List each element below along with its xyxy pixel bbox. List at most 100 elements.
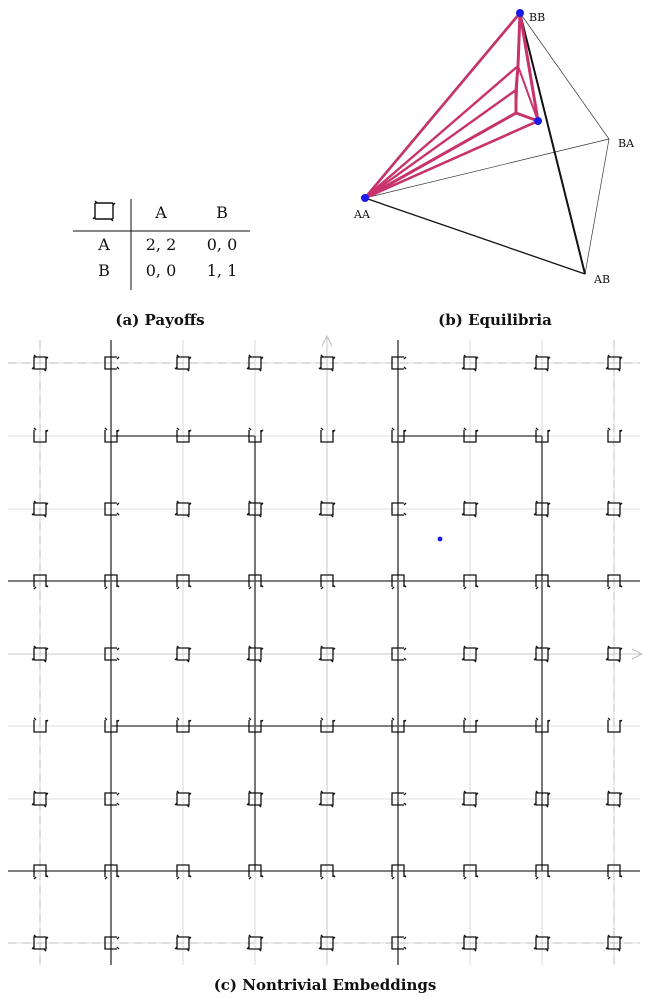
cycle-square-icon — [461, 500, 479, 518]
cycle-square-icon — [248, 864, 264, 880]
cycle-square-icon — [605, 790, 623, 808]
cycle-square-icon — [176, 427, 192, 443]
cycle-square-icon — [391, 427, 407, 443]
cycle-square-icon — [318, 500, 336, 518]
cycle-square-icon — [461, 645, 479, 663]
cycle-square-icon — [605, 500, 623, 518]
cycle-square-icon — [605, 354, 623, 372]
cell-b-b: 1, 1 — [207, 261, 238, 280]
cycle-square-icon — [104, 647, 120, 661]
cycle-square-icon — [533, 645, 551, 663]
vertex-label-aa: AA — [353, 208, 371, 221]
cycle-square-icon — [320, 717, 336, 733]
vertex-label-bb: BB — [529, 11, 545, 24]
cycle-square-icon — [31, 500, 49, 518]
cycle-square-icon — [104, 717, 120, 733]
cycle-square-icon — [391, 356, 407, 370]
col-header-b: B — [216, 203, 228, 222]
cycle-square-icon — [33, 574, 49, 590]
cycle-square-icon — [391, 502, 407, 516]
cycle-square-icon — [391, 864, 407, 880]
cycle-square-icon — [318, 645, 336, 663]
caption-embeddings: (c) Nontrivial Embeddings — [214, 976, 437, 994]
cycle-square-icon — [535, 864, 551, 880]
cycle-square-icon — [463, 864, 479, 880]
cycle-square-icon — [31, 934, 49, 952]
cycle-square-icon — [391, 574, 407, 590]
cycle-square-icon — [463, 427, 479, 443]
cycle-square-icon — [463, 717, 479, 733]
cycle-square-icon — [104, 574, 120, 590]
cycle-square-icon — [391, 792, 407, 806]
cell-b-a: 0, 0 — [146, 261, 177, 280]
cell-a-a: 2, 2 — [146, 235, 177, 254]
cycle-square-icon — [461, 790, 479, 808]
equilibrium-point-bb — [516, 9, 524, 17]
cycle-square-icon — [174, 934, 192, 952]
cycle-square-icon — [246, 934, 264, 952]
cycle-square-icon — [248, 717, 264, 733]
cycle-square-icon — [104, 427, 120, 443]
cycle-square-icon — [104, 792, 120, 806]
caption-payoffs: (a) Payoffs — [115, 311, 204, 329]
cycle-square-icon — [607, 717, 623, 733]
equilibrium-point-mixed — [534, 117, 542, 125]
cycle-square-icon — [31, 645, 49, 663]
cycle-square-icon — [174, 354, 192, 372]
cycle-square-icon — [461, 934, 479, 952]
cell-a-b: 0, 0 — [207, 235, 238, 254]
cycle-square-icon — [320, 864, 336, 880]
cycle-square-icon — [463, 574, 479, 590]
vertex-label-ba: BA — [618, 137, 635, 150]
cycle-square-icon — [535, 717, 551, 733]
cycle-square-icon — [318, 934, 336, 952]
embedding-point — [437, 536, 443, 542]
cycle-square-icon — [535, 574, 551, 590]
equilibrium-paths — [363, 11, 540, 200]
cycle-square-icon — [461, 354, 479, 372]
cycle-square-icon — [533, 790, 551, 808]
embedding-grid — [8, 334, 644, 965]
cycle-square-icon — [320, 574, 336, 590]
cycle-square-icon — [246, 645, 264, 663]
payoff-table: A B A 2, 2 0, 0 B 0, 0 1, 1 — [73, 199, 250, 290]
col-header-a: A — [154, 203, 167, 222]
cycle-square-icon — [104, 936, 120, 950]
cycle-square-icon — [605, 934, 623, 952]
cycle-square-icon — [246, 500, 264, 518]
cycle-square-icon — [104, 864, 120, 880]
cycle-square-icon — [391, 717, 407, 733]
cycle-square-icon — [320, 427, 336, 443]
caption-equilibria: (b) Equilibria — [438, 311, 552, 329]
cycle-square-icon — [535, 427, 551, 443]
cycle-square-icon — [607, 574, 623, 590]
cycle-square-icon — [174, 645, 192, 663]
cycle-square-icon — [318, 354, 336, 372]
cycle-square-icon — [33, 717, 49, 733]
cycle-square-icon — [174, 790, 192, 808]
cycle-square-icon — [533, 500, 551, 518]
axis-arrowheads — [321, 334, 644, 660]
cycle-square-icon — [605, 645, 623, 663]
cycle-square-icon — [391, 647, 407, 661]
cycle-square-icon — [176, 574, 192, 590]
cycle-square-icon — [248, 574, 264, 590]
cycle-square-icon — [248, 427, 264, 443]
cycle-square-icon — [533, 354, 551, 372]
vertex-label-ab: AB — [593, 273, 610, 286]
equilibrium-point-aa — [361, 194, 369, 202]
cycle-square-icon — [176, 717, 192, 733]
cycle-square-icon — [104, 502, 120, 516]
cycle-square-icon — [31, 354, 49, 372]
cycle-square-icon — [92, 200, 116, 222]
cycle-square-icon — [607, 427, 623, 443]
cycle-square-icon — [246, 790, 264, 808]
row-label-a: A — [97, 235, 110, 254]
cycle-square-icon — [31, 790, 49, 808]
cycle-square-icon — [33, 427, 49, 443]
cycle-square-icon — [174, 500, 192, 518]
cycle-square-icon — [246, 354, 264, 372]
equilibria-simplex: BB BA AA AB — [353, 9, 635, 286]
cycle-square-icon — [318, 790, 336, 808]
cycle-square-icon — [176, 864, 192, 880]
